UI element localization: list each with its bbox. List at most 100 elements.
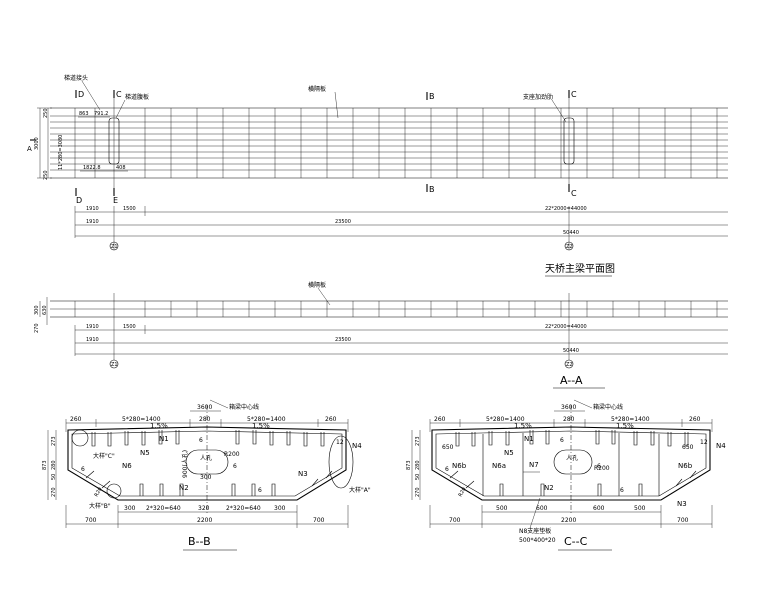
- plan-section-d-top: D: [78, 90, 84, 99]
- cc-mark-6d: 6: [560, 437, 564, 444]
- bb-mark-6d: 6: [199, 437, 203, 444]
- bb-dim-260a: 260: [70, 416, 82, 423]
- bb-dim-3600: 3600: [197, 404, 212, 411]
- plan-dim-1500: 1500: [123, 206, 136, 212]
- bb-slope-right: 1.5%: [252, 422, 270, 430]
- bb-detail-c: 大样"C": [93, 452, 115, 460]
- aa-axis-z1: [109, 359, 119, 369]
- cc-bot-700a: 700: [449, 517, 461, 524]
- aa-dim-1910-b: 1910: [86, 337, 99, 343]
- cc-part-n6b-left: N6b: [452, 462, 467, 470]
- bb-part-n3: N3: [298, 470, 308, 478]
- cc-650-right: 650: [682, 444, 694, 451]
- plan-dim-1910-b: 1910: [86, 219, 99, 225]
- bb-part-n1: N1: [159, 435, 169, 443]
- cc-bot-500b: 500: [634, 505, 646, 512]
- bb-part-n6: N6: [122, 462, 132, 470]
- bb-box-inner: [71, 430, 343, 497]
- plan-section-c2-bottom: C: [571, 189, 577, 198]
- aa-dim-1910-a: 1910: [86, 324, 99, 330]
- plan-section-c2-top: C: [571, 90, 577, 99]
- bb-dim-260b: 260: [325, 416, 337, 423]
- aa-axis-z2: [564, 359, 574, 369]
- cc-part-n6b-right: N6b: [678, 462, 693, 470]
- bb-bot-640b: 2*320=640: [226, 505, 261, 512]
- bb-bot-700a: 700: [85, 517, 97, 524]
- plan-section-c-top: C: [116, 90, 122, 99]
- bb-bot-320: 320: [198, 505, 210, 512]
- bb-bot-700b: 700: [313, 517, 325, 524]
- plan-axis-z1-label: Z1: [111, 244, 118, 250]
- bb-bot-2200: 2200: [197, 517, 212, 524]
- bb-part-n5: N5: [140, 449, 150, 457]
- aa-dim-270: 270: [34, 323, 40, 333]
- cc-part-n2: N2: [544, 484, 554, 492]
- bb-detail-a-circle: [328, 435, 354, 489]
- plan-dim-791: 791.2: [94, 111, 108, 117]
- section-bb: 3600 260 5*280=1400 280 5*280=1400 260 箱…: [42, 399, 371, 551]
- bb-dim-280: 280: [199, 416, 211, 423]
- bb-bot-300a: 300: [124, 505, 136, 512]
- bb-detail-b: 大样"B": [89, 502, 111, 510]
- cc-bot-2200: 2200: [561, 517, 576, 524]
- cc-dim-260a: 260: [434, 416, 446, 423]
- bb-bot-300b: 300: [274, 505, 286, 512]
- cc-bot-500a: 500: [496, 505, 508, 512]
- plan-label-stair-rib: 梯道腹板: [125, 93, 149, 101]
- section-aa: 横隔板 300 270 630 1910 1500 22*2000=44000 …: [34, 281, 728, 389]
- bb-manhole: [185, 449, 229, 475]
- plan-label-splice-joint: 梯道接头: [64, 74, 88, 82]
- plan-dim-1910-a: 1910: [86, 206, 99, 212]
- plan-title: 天桥主梁平面图: [545, 262, 615, 275]
- plan-dim-23500: 23500: [335, 219, 351, 225]
- plan-section-marks: D C B C D E B C: [75, 90, 577, 205]
- aa-dim-44000: 22*2000=44000: [545, 324, 587, 330]
- plan-section-e-bottom: E: [113, 196, 118, 205]
- bb-manhole-r200: R200: [224, 451, 240, 458]
- bb-dim-273: 273: [51, 436, 57, 446]
- bb-detail-c-circle: [71, 429, 89, 447]
- bb-part-n4: N4: [352, 442, 362, 450]
- bb-title: B--B: [188, 535, 211, 548]
- plan-dim-1822: 1822.8: [83, 165, 101, 171]
- bb-center-label: 箱梁中心线: [229, 403, 259, 411]
- cc-slope-right: 1.5%: [616, 422, 634, 430]
- cc-dim-280: 280: [415, 460, 421, 470]
- cc-dim-270: 270: [415, 487, 421, 497]
- cc-part-n4: N4: [716, 442, 726, 450]
- bb-manhole-label: 人孔: [200, 454, 212, 462]
- plan-label-support-stiffener: 支座加劲肋: [523, 93, 553, 101]
- bb-dim-873: 873: [42, 460, 48, 470]
- bb-box-outline: [67, 426, 347, 501]
- plan-axis-z2: [564, 241, 574, 251]
- bb-dim-1400b: 5*280=1400: [247, 416, 286, 423]
- cc-mark-12: 12: [700, 439, 708, 446]
- cc-dim-260b: 260: [689, 416, 701, 423]
- cc-dim-3600: 3600: [561, 404, 576, 411]
- plan-label-diaphragm: 横隔板: [308, 85, 326, 93]
- plan-section-b-top: B: [429, 92, 435, 101]
- cc-mark-6b: 6: [597, 463, 601, 470]
- cc-dim-873: 873: [406, 460, 412, 470]
- cc-part-n5: N5: [504, 449, 514, 457]
- cc-mark-r20: R20: [458, 486, 468, 498]
- aa-axis-z2-label: Z2: [566, 362, 573, 368]
- cc-part-n7: N7: [529, 461, 539, 469]
- cc-center-label: 箱梁中心线: [593, 403, 623, 411]
- plan-side-a-left: A: [27, 145, 32, 153]
- aa-dim-1500: 1500: [123, 324, 136, 330]
- plan-section-b-bottom: B: [429, 185, 435, 194]
- cc-part-n1: N1: [524, 435, 534, 443]
- plan-view: D C B C D E B C A 梯道接头 梯道腹板 横隔板 支座加劲肋 86…: [27, 74, 728, 277]
- bb-dim-280: 280: [51, 460, 57, 470]
- bb-bottom-ribs: [85, 470, 333, 496]
- cc-dim-280: 280: [563, 416, 575, 423]
- cc-part-n3: N3: [677, 500, 687, 508]
- cc-dim-50: 50: [415, 474, 421, 480]
- bb-mark-12: 12: [336, 439, 344, 446]
- bb-top-ribs: [91, 430, 325, 447]
- plan-diaphragms: [74, 108, 718, 178]
- plan-axis-z1: [109, 241, 119, 251]
